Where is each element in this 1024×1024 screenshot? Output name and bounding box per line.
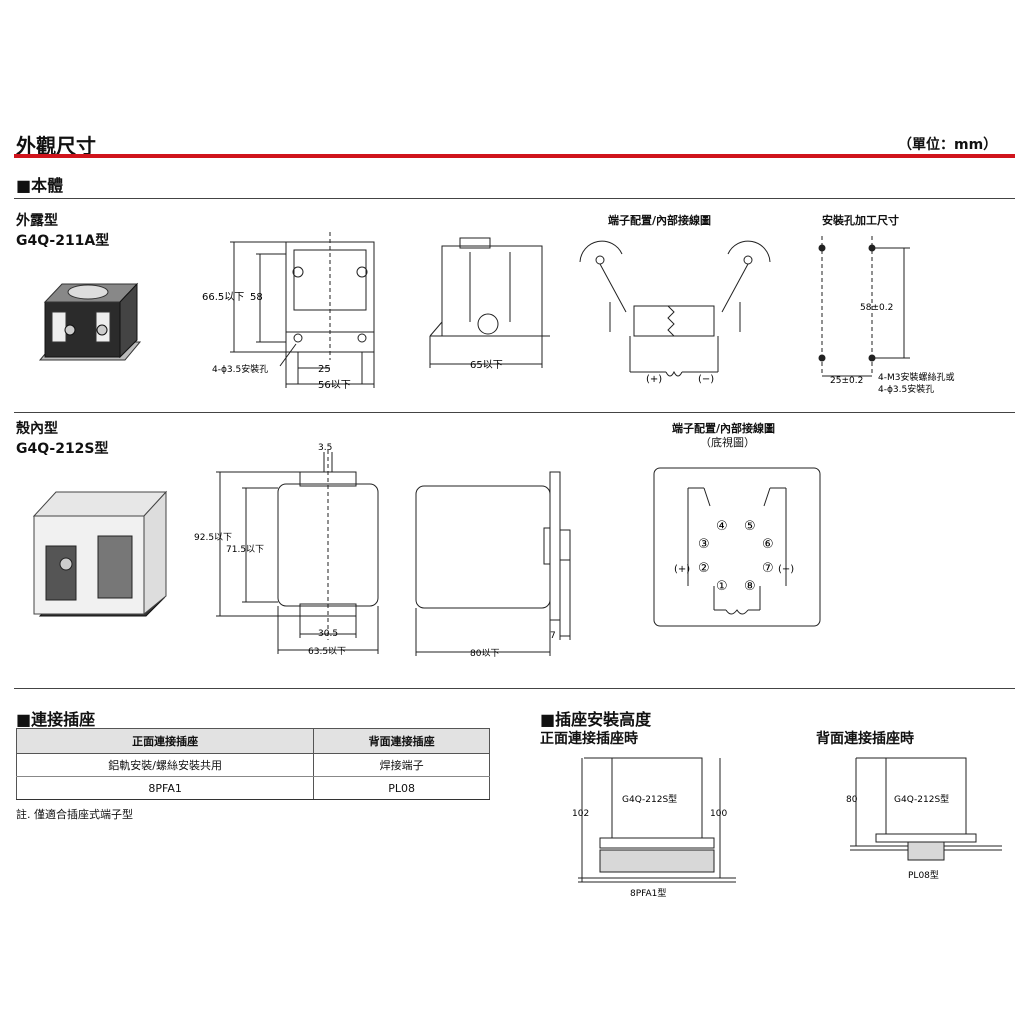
pin-3: ③	[698, 537, 710, 552]
socket-table: 正面連接插座 背面連接插座 鋁軌安裝/螺絲安裝共用 焊接端子 8PFA1 PL0…	[15, 728, 490, 800]
height-section-title: ■插座安裝高度	[540, 710, 652, 729]
open-polarity-plus: (+)	[646, 374, 662, 385]
case-dim-w1: 30.5	[318, 629, 338, 639]
socket-cell: 8PFA1	[15, 776, 315, 800]
mount-title: 安裝孔加工尺寸	[822, 214, 899, 227]
case-polarity-minus: (−)	[778, 564, 794, 575]
case-side-drawing: 80以下 7	[415, 471, 571, 659]
socket-col-back: 背面連接插座	[313, 728, 490, 754]
open-relay-photo	[38, 282, 142, 361]
pin-7: ⑦	[762, 561, 774, 576]
open-type-label: 外露型	[16, 213, 58, 229]
pin-5: ⑤	[744, 519, 756, 534]
case-type-label: 殼內型	[16, 421, 58, 437]
case-dim-depth: 80以下	[470, 649, 499, 659]
back-model: G4Q-212S型	[894, 794, 949, 805]
open-polarity-minus: (−)	[698, 374, 714, 385]
dim-height: 58	[250, 292, 263, 303]
case-dim-h1: 92.5以下	[194, 533, 232, 543]
case-dim-top: 3.5	[318, 443, 332, 453]
case-type-model: G4Q-212S型	[16, 441, 109, 457]
section-divider	[14, 198, 1015, 199]
open-side-drawing: 65以下	[429, 237, 550, 371]
open-wiring-diagram: (+) (−)	[579, 240, 771, 385]
unit-label: （單位：mm）	[898, 137, 998, 153]
section-divider	[14, 688, 1015, 689]
case-wiring-diagram: ④ ⑤ ③ ⑥ ② ⑦ ① ⑧ (+) (−)	[653, 467, 821, 627]
socket-cell: 焊接端子	[313, 753, 490, 777]
title-underline	[14, 154, 1015, 158]
mount-dim-h: 25±0.2	[830, 376, 863, 386]
pin-6: ⑥	[762, 537, 774, 552]
pin-8: ⑧	[744, 579, 756, 594]
case-relay-photo	[32, 490, 168, 617]
dim-hole-note: 4-ϕ3.5安裝孔	[212, 363, 268, 375]
open-wiring-title: 端子配置/內部接線圖	[608, 214, 712, 227]
pin-4: ④	[716, 519, 728, 534]
socket-note: 註. 僅適合插座式端子型	[16, 808, 133, 821]
dim-height-max: 66.5以下	[202, 292, 244, 303]
mount-note-2: 4-ϕ3.5安裝孔	[878, 383, 934, 395]
back-socket-title: 背面連接插座時	[816, 731, 914, 747]
socket-col-front: 正面連接插座	[15, 728, 315, 754]
front-socket-title: 正面連接插座時	[540, 731, 638, 747]
section-divider	[14, 412, 1015, 413]
socket-cell: PL08	[313, 776, 490, 800]
dim-depth-max: 65以下	[470, 360, 503, 371]
open-front-drawing: 66.5以下 58 25 56以下 4-ϕ3.5安裝孔	[202, 232, 375, 391]
case-polarity-plus: (+)	[674, 564, 690, 575]
mount-dim-v: 58±0.2	[860, 303, 893, 313]
mount-hole-diagram: 58±0.2 25±0.2 4-M3安裝螺絲孔或 4-ϕ3.5安裝孔	[818, 236, 954, 395]
case-dim-pin: 7	[550, 631, 556, 641]
front-dim-right: 100	[710, 809, 727, 819]
body-section-title: ■本體	[16, 176, 64, 195]
front-height-drawing: G4Q-212S型 102 100 8PFA1型	[572, 757, 736, 899]
front-dim-left: 102	[572, 809, 589, 819]
pin-2: ②	[698, 561, 710, 576]
case-dim-h2: 71.5以下	[226, 545, 264, 555]
case-front-drawing: 3.5 92.5以下 71.5以下 30.5 63.5以下	[194, 443, 379, 657]
socket-cell: 鋁軌安裝/螺絲安裝共用	[15, 753, 315, 777]
socket-section-title: ■連接插座	[16, 710, 96, 729]
pin-1: ①	[716, 579, 728, 594]
case-wiring-subtitle: （底視圖）	[700, 436, 755, 449]
back-socket-name: PL08型	[908, 870, 939, 881]
back-height-drawing: G4Q-212S型 80 PL08型	[846, 757, 1002, 881]
back-dim-left: 80	[846, 795, 858, 805]
front-socket-name: 8PFA1型	[630, 888, 666, 899]
front-model: G4Q-212S型	[622, 794, 677, 805]
dim-hole-pitch: 25	[318, 364, 331, 375]
open-type-model: G4Q-211A型	[16, 233, 110, 249]
dim-width-max: 56以下	[318, 380, 351, 391]
case-wiring-title: 端子配置/內部接線圖	[672, 422, 776, 435]
case-dim-w2: 63.5以下	[308, 647, 346, 657]
mount-note-1: 4-M3安裝螺絲孔或	[878, 371, 954, 383]
